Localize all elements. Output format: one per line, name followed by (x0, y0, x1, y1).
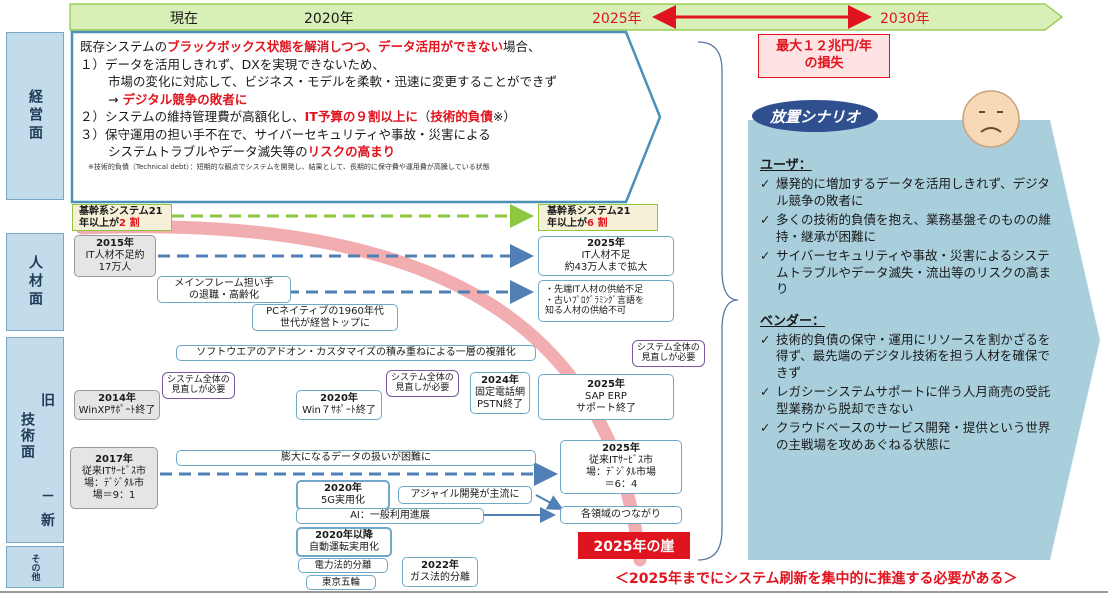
user-item: 爆発的に増加するデータを活用しきれず、デジタル競争の敗者に (760, 176, 1060, 209)
core-right: 基幹系システム21 年以上が6 割 (538, 204, 658, 231)
row-label-keiei: 経営面 (6, 32, 64, 200)
tech-sap: 2025年 SAP ERP サポート終了 (538, 374, 674, 420)
timeline-2020: 2020年 (304, 11, 354, 27)
tech-win7: 2020年 Win７ｻﾎﾟｰﾄ終了 (296, 390, 382, 420)
row-label-jinzai: 人材面 (6, 233, 64, 331)
vendor-item: クラウドベースのサービス開発・提供という世界の主戦場を攻めあぐねる状態に (760, 420, 1060, 453)
row-label-dash: － (41, 489, 55, 505)
conclusion: ＜2025年までにシステム刷新を集中的に推進する必要がある＞ (615, 571, 1018, 587)
row-label-kyu: 旧 (41, 393, 55, 409)
row-label-tech: 旧 技術面 － 新 (6, 337, 64, 543)
tech-addon: ソフトウエアのアドオン・カスタマイズの積み重ねによる一層の複雑化 (176, 345, 536, 361)
management-text: 既存システムのブラックボックス状態を解消しつつ、データ活用ができない場合、 １）… (80, 38, 640, 172)
vendor-item: レガシーシステムサポートに伴う人月商売の受託型業務から脱却できない (760, 384, 1060, 417)
tech-2017-market: 2017年 従来ITｻｰﾋﾞｽ市 場：ﾃﾞｼﾞﾀﾙ市 場＝9：1 (70, 447, 158, 509)
brace (697, 41, 739, 561)
scenario-title: 放置シナリオ (752, 100, 878, 132)
vendor-item: 技術的負債の保守・運用にリソースを割かざるを得ず、最先端のデジタル技術を担う人材… (760, 332, 1060, 382)
tech-2025-market: 2025年 従来ITｻｰﾋﾞｽ市 場：ﾃﾞｼﾞﾀﾙ市場 ＝6：4 (560, 440, 682, 494)
other-gas: 2022年 ガス法的分離 (402, 557, 478, 587)
timeline-now: 現在 (170, 11, 198, 27)
user-heading: ユーザ： (760, 158, 812, 173)
tech-ai: AI：一般利用進展 (296, 508, 484, 524)
other-autonomous: 2020年以降 自動運転実用化 (296, 527, 392, 557)
user-item: 多くの技術的負債を抱え、業務基盤そのものの維持・継承が困難に (760, 212, 1060, 245)
tech-pstn: 2024年 固定電話網 PSTN終了 (470, 372, 530, 414)
management-box-outline (70, 30, 662, 204)
hr-supply: ・先端IT人材の供給不足 ・古いﾌﾟﾛｸﾞﾗﾐﾝｸﾞ言語を 知る人材の供給不可 (538, 280, 674, 322)
sad-face-icon (962, 90, 1020, 148)
bubble-review-3: システム全体の 見直しが必要 (632, 340, 705, 367)
loss-box: 最大１２兆円/年 の損失 (758, 34, 890, 78)
loss-line2: の損失 (804, 56, 844, 71)
loss-line1: 最大１２兆円/年 (776, 39, 872, 55)
cliff-label: 2025年の崖 (578, 532, 690, 559)
hr-2015: 2015年 IT人材不足約 17万人 (74, 235, 156, 277)
tech-data: 膨大になるデータの扱いが困難に (176, 450, 536, 466)
timeline-2025: 2025年 (592, 11, 642, 27)
user-item: サイバーセキュリティや事故・災害によるシステムトラブルやデータ滅失・流出等のリス… (760, 248, 1060, 298)
tech-agile: アジャイル開発が主流に (398, 486, 532, 504)
hr-pcnative: PCネイティブの1960年代 世代が経営トップに (252, 304, 398, 331)
row-label-shin: 新 (41, 513, 55, 529)
row-label-sonota: その他 (6, 546, 64, 588)
tech-connect: 各領域のつながり (560, 506, 682, 524)
row-label-gijutsu: 技術面 (19, 412, 35, 460)
scenario-body: ユーザ： 爆発的に増加するデータを活用しきれず、デジタル競争の敗者に 多くの技術… (760, 148, 1060, 453)
other-olympics: 東京五輪 (306, 575, 376, 590)
timeline-2030: 2030年 (880, 11, 930, 27)
core-left: 基幹系システム21 年以上が2 割 (72, 204, 172, 231)
tech-5g: 2020年 5G実用化 (296, 480, 390, 510)
other-power: 電力法的分離 (298, 558, 388, 573)
bubble-review-2: システム全体の 見直しが必要 (386, 370, 459, 397)
vendor-heading: ベンダー： (760, 313, 826, 329)
tech-winxp: 2014年 WinXPｻﾎﾟｰﾄ終了 (74, 390, 160, 420)
bubble-review-1: システム全体の 見直しが必要 (162, 372, 235, 399)
hr-2025: 2025年 IT人材不足 約43万人まで拡大 (538, 236, 674, 276)
footnote: ※技術的負債（Technical debt）：短期的な観点でシステムを開発し、結… (88, 162, 490, 171)
hr-mainframe: メインフレーム担い手 の退職・高齢化 (157, 276, 291, 303)
